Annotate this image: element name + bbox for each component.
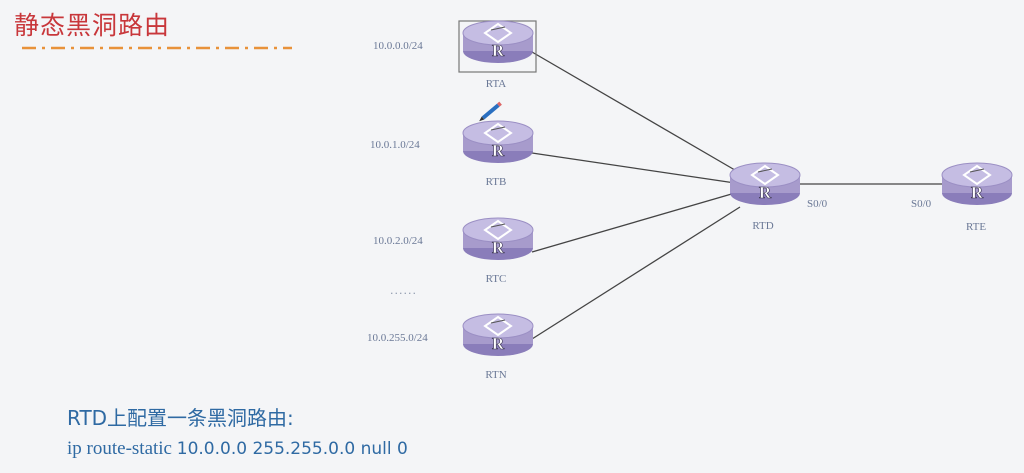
network-label-rtn: 10.0.255.0/24: [367, 332, 428, 344]
link-rta-rtd: [531, 51, 741, 174]
router-rtd-icon[interactable]: [729, 162, 801, 206]
router-rtn-icon[interactable]: [462, 313, 534, 357]
router-rtb-icon[interactable]: [462, 120, 534, 164]
router-label-rtd: RTD: [752, 220, 774, 232]
network-label-rta: 10.0.0.0/24: [373, 40, 423, 52]
router-label-rtb: RTB: [485, 176, 507, 188]
router-label-rta: RTA: [485, 78, 507, 90]
title-divider: [22, 46, 292, 50]
link-rtc-rtd: [531, 192, 736, 253]
router-rta-icon[interactable]: [462, 20, 534, 64]
command-args: 10.0.0.0 255.255.0.0 null 0: [176, 439, 408, 459]
router-label-rtc: RTC: [485, 273, 507, 285]
interface-label-rtd-s0-0: S0/0: [807, 198, 828, 210]
link-rtb-rtd: [531, 152, 736, 184]
pencil-icon: [479, 101, 502, 122]
command-prefix: ip route-static: [67, 438, 177, 459]
interface-label-rte-s0-0: S0/0: [911, 198, 932, 210]
router-label-rtn: RTN: [485, 369, 507, 381]
slide-title: 静态黑洞路由: [14, 11, 171, 40]
ellipsis: ......: [390, 284, 417, 297]
network-label-rtb: 10.0.1.0/24: [370, 139, 420, 151]
router-rtc-icon[interactable]: [462, 217, 534, 261]
command-text: ip route-static 10.0.0.0 255.255.0.0 nul…: [67, 438, 408, 460]
link-rtn-rtd: [531, 206, 741, 340]
caption-text: RTD上配置一条黑洞路由:: [67, 406, 294, 430]
router-label-rte: RTE: [965, 221, 987, 233]
router-rte-icon[interactable]: [941, 162, 1013, 206]
network-label-rtc: 10.0.2.0/24: [373, 235, 423, 247]
